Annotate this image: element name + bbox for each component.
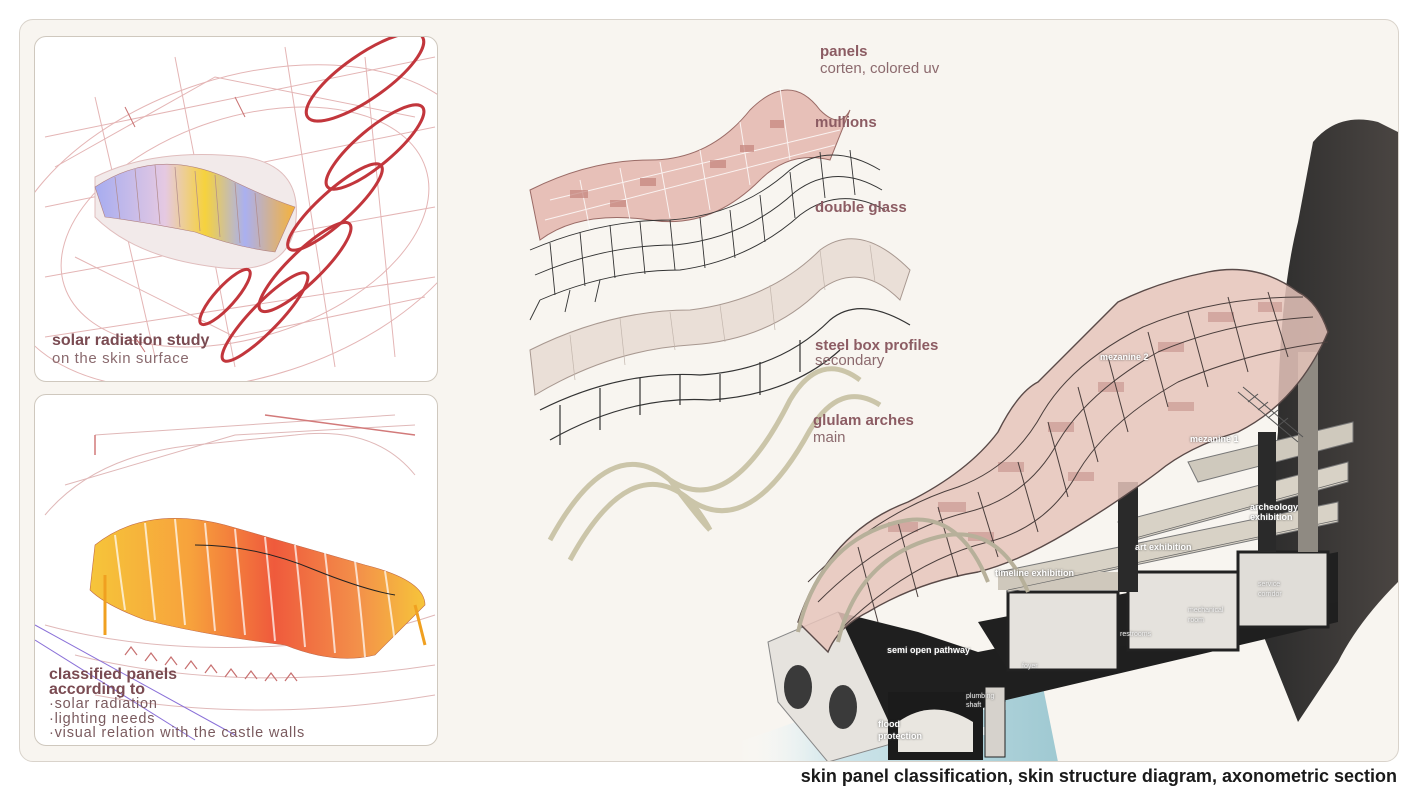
room-timeline-exhibition: timeline exhibition: [995, 568, 1075, 578]
board-frame: solar radiation study on the skin surfac…: [19, 19, 1399, 762]
classified-panels-title-line1: classified panels: [49, 666, 178, 683]
room-plumbing-shaft: plumbing shaft: [966, 693, 995, 709]
solar-radiation-title: solar radiation study: [52, 332, 210, 349]
room-semi-open-pathway: semi open pathway: [887, 645, 971, 655]
layer-glulam-title: glulam arches: [813, 412, 914, 429]
solar-radiation-subtitle: on the skin surface: [52, 350, 190, 367]
skin-structure-diagram: [529, 87, 911, 562]
layer-panels-title: panels: [820, 43, 868, 60]
room-mezanine-1: mezanine 1: [1190, 434, 1239, 444]
room-art-exhibition: art exhibition: [1135, 542, 1192, 552]
room-flood-protection: flood protection: [878, 719, 922, 741]
axonometric-section: [738, 119, 1398, 761]
layer-glulam-subtitle: main: [813, 429, 846, 446]
solar-radiation-drawing: [35, 37, 437, 381]
room-mezanine-2: mezanine 2: [1100, 352, 1149, 362]
footer-caption: skin panel classification, skin structur…: [800, 766, 1397, 786]
criterion-solar-radiation: ·solar radiation: [49, 696, 158, 712]
classified-panels-panel: classified panels according to ·solar ra…: [34, 394, 438, 746]
layer-mullions-title: mullions: [815, 114, 877, 131]
room-foyer: foyer: [1022, 663, 1038, 670]
solar-radiation-panel: solar radiation study on the skin surfac…: [34, 36, 438, 382]
room-archeology-exhibition: archeology exhibition: [1250, 502, 1299, 522]
layer-steel-title: steel box profiles: [815, 337, 939, 354]
room-restrooms: restrooms: [1120, 631, 1152, 638]
layer-panels-subtitle: corten, colored uv: [820, 60, 940, 77]
room-service-corridor: service corridor: [1258, 581, 1282, 598]
criterion-visual-relation: ·visual relation with the castle walls: [49, 725, 306, 741]
layer-steel-subtitle: secondary: [815, 352, 885, 369]
classified-panels-title-line2: according to: [49, 681, 146, 698]
classified-panels-drawing: [35, 414, 436, 741]
classification-criteria-list: ·solar radiation ·lighting needs ·visual…: [49, 697, 305, 741]
room-mechanical: mechanical room: [1188, 607, 1224, 624]
criterion-lighting-needs: ·lighting needs: [49, 710, 156, 727]
layer-double-glass-title: double glass: [815, 199, 907, 216]
